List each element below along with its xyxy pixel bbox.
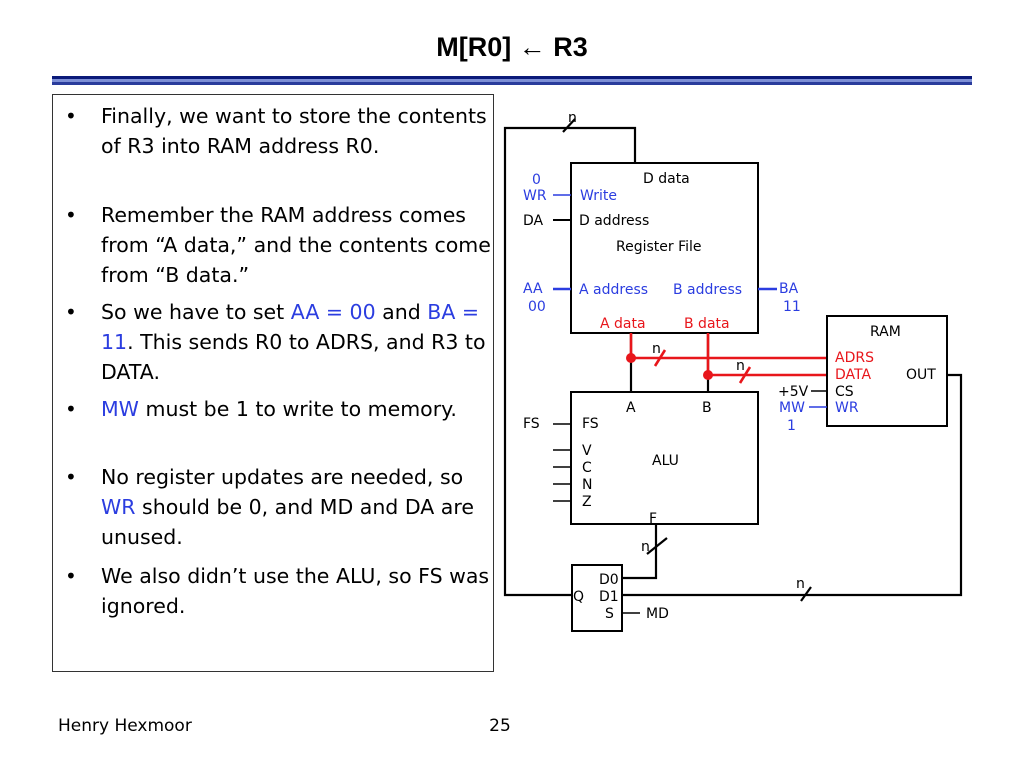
mw-signal-label: MW	[779, 400, 805, 416]
ram-adrs-label: ADRS	[835, 350, 874, 366]
da-signal-label: DA	[523, 213, 544, 229]
bullet-dot: •	[65, 104, 77, 128]
bullet-text: Finally, we want to store the contents o…	[101, 104, 487, 158]
ram-out-label: OUT	[906, 367, 936, 383]
bullet-dot: •	[65, 203, 77, 227]
alu-v-label: V	[582, 443, 592, 459]
bus-width-label: n	[568, 110, 577, 126]
alu-fs-label: FS	[582, 416, 599, 432]
mux-block	[571, 564, 623, 632]
bullet-dot: •	[65, 300, 77, 324]
plus5v-label: +5V	[778, 384, 809, 400]
footer-author: Henry Hexmoor	[58, 716, 192, 736]
mux-d0-label: D0	[599, 572, 619, 588]
b-address-label: B address	[673, 282, 742, 298]
aa-value: 00	[528, 299, 546, 315]
ba-signal-label: BA	[779, 281, 799, 297]
bullet-text: So we have to set	[101, 300, 291, 324]
bus-width-label: n	[736, 358, 745, 374]
register-file-label: Register File	[616, 239, 702, 255]
alu-b-label: B	[702, 400, 712, 416]
mux-d1-label: D1	[599, 589, 619, 605]
bullet-2-text: Remember the RAM address comes from “A d…	[101, 200, 493, 290]
ba-value: 11	[783, 299, 801, 315]
bus-width-label: n	[641, 539, 650, 555]
bus-width-slash	[800, 586, 812, 602]
mux-q-label: Q	[573, 589, 584, 605]
bullet-dot: •	[65, 465, 77, 489]
md-signal-label: MD	[646, 606, 669, 622]
feedback-bus	[503, 118, 637, 597]
write-port-label: Write	[580, 188, 617, 204]
title-rule	[52, 76, 972, 85]
alu-c-label: C	[582, 460, 592, 476]
ba-value-highlight: BA = 11	[101, 300, 480, 354]
alu-label: ALU	[652, 453, 679, 469]
bullet-dot: •	[65, 397, 77, 421]
b-data-junction	[703, 370, 713, 380]
alu-n-label: N	[582, 477, 592, 493]
bullet-6-text: We also didn’t use the ALU, so FS was ig…	[101, 561, 493, 621]
d-data-label: D data	[643, 171, 690, 187]
bullet-4-text: MW must be 1 to write to memory.	[101, 394, 493, 424]
a-data-junction	[626, 353, 636, 363]
alu-z-label: Z	[582, 494, 592, 510]
ram-wr-label: WR	[835, 400, 859, 416]
bus-width-label: n	[796, 576, 805, 592]
bullet-text: should be 0, and MD and DA are unused.	[101, 495, 474, 549]
bullet-text: Remember the RAM address comes from “A d…	[101, 203, 491, 287]
d-address-label: D address	[579, 213, 649, 229]
mux-s-label: S	[605, 606, 614, 622]
fs-signal-label: FS	[523, 416, 540, 432]
bullet-dot: •	[65, 564, 77, 588]
alu-f-label: F	[649, 511, 657, 527]
ram-label: RAM	[870, 324, 901, 340]
bullet-text: and	[375, 300, 428, 324]
bullet-text: . This sends R0 to ADRS, and R3 to DATA.	[101, 330, 486, 384]
bullet-1-text: Finally, we want to store the contents o…	[101, 101, 493, 161]
bullet-3-text: So we have to set AA = 00 and BA = 11. T…	[101, 297, 493, 387]
bus-width-label: n	[652, 341, 661, 357]
slide-title: M[R0] ← R3	[436, 32, 588, 62]
ram-cs-label: CS	[835, 384, 854, 400]
page-number: 25	[489, 716, 511, 736]
wr-signal-label: WR	[523, 188, 547, 204]
ram-block	[826, 315, 948, 427]
register-file-block	[570, 162, 759, 334]
a-data-label: A data	[600, 316, 646, 332]
datapath-diagram: n D data Write D address Register File A…	[503, 110, 963, 632]
bullet-text: must be 1 to write to memory.	[138, 397, 457, 421]
bullet-text: No register updates are needed, so	[101, 465, 464, 489]
wr-value: 0	[532, 172, 541, 188]
alu-status-lines	[553, 423, 571, 502]
bullet-5-text: No register updates are needed, so WR sh…	[101, 462, 493, 552]
ram-out-bus	[622, 373, 963, 597]
mw-value: 1	[787, 418, 796, 434]
alu-a-label: A	[626, 400, 636, 416]
aa-value-highlight: AA = 00	[290, 300, 376, 324]
alu-block	[570, 391, 759, 525]
aa-signal-label: AA	[523, 281, 543, 297]
b-data-label: B data	[684, 316, 730, 332]
mw-highlight: MW	[101, 397, 139, 421]
bullet-list: • Finally, we want to store the contents…	[52, 94, 494, 672]
bus-width-slash	[646, 537, 668, 555]
a-address-label: A address	[579, 282, 648, 298]
wr-highlight: WR	[101, 495, 136, 519]
bullet-text: We also didn’t use the ALU, so FS was ig…	[101, 564, 490, 618]
active-path	[629, 333, 827, 384]
ram-data-label: DATA	[835, 367, 871, 383]
alu-f-bus	[622, 524, 658, 580]
